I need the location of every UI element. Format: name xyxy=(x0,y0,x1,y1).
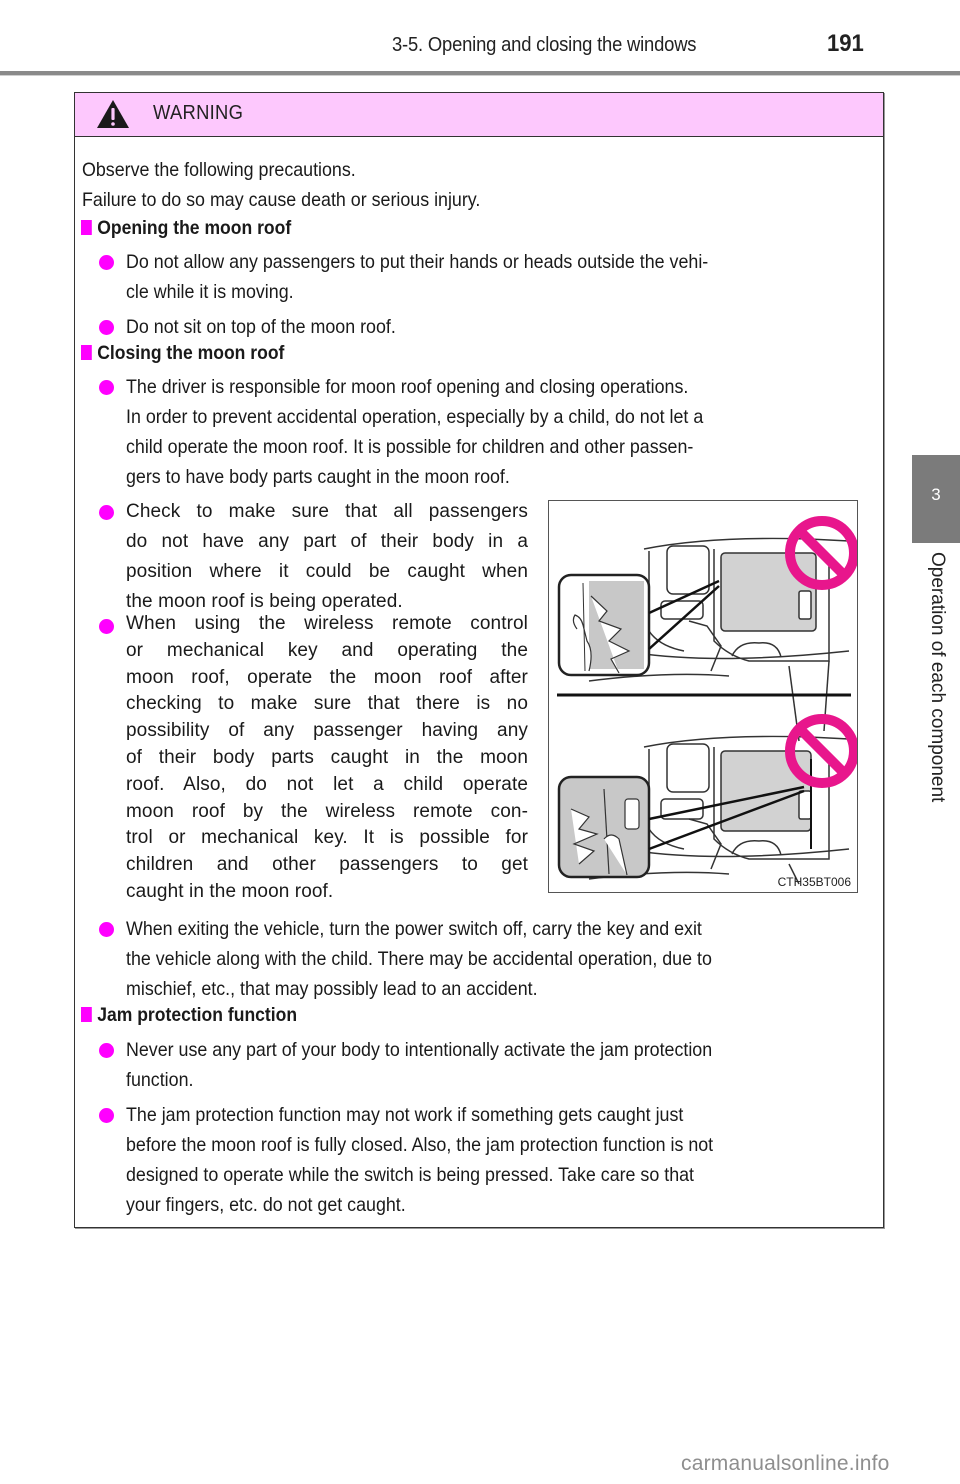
bullet-dot-icon xyxy=(99,1043,114,1058)
section-marker-icon xyxy=(81,345,92,360)
bullet-line: trol or mechanical key. It is possible f… xyxy=(126,827,528,849)
warning-box: WARNING Observe the following precaution… xyxy=(74,92,884,1228)
bullet-line: checking to make sure that there is no xyxy=(126,693,528,715)
bullet-line: caught in the moon roof. xyxy=(126,880,334,902)
chapter-number: 3 xyxy=(931,485,941,504)
bullet-line: the moon roof is being operated. xyxy=(126,591,403,612)
prohibition-icon xyxy=(785,516,857,590)
prohibition-icon xyxy=(785,714,857,788)
bullet-line: When using the wireless remote control xyxy=(126,613,528,634)
watermark: carmanualsonline.info xyxy=(681,1452,890,1475)
bullet-line: gers to have body parts caught in the mo… xyxy=(126,466,510,488)
section-title: Opening the moon roof xyxy=(97,217,292,239)
warning-header: WARNING xyxy=(75,93,883,137)
section-marker-icon xyxy=(81,220,92,235)
bullet-line: Do not sit on top of the moon roof. xyxy=(126,316,396,338)
bullet-line: The driver is responsible for moon roof … xyxy=(126,376,689,398)
bullet-line: In order to prevent accidental operation… xyxy=(126,406,704,428)
page-number: 191 xyxy=(827,30,864,57)
bullet-line: position where it could be caught when xyxy=(126,561,528,582)
bullet-line: your fingers, etc. do not get caught. xyxy=(126,1194,406,1216)
bullet-line: designed to operate while the switch is … xyxy=(126,1164,695,1186)
figure-code: CTH35BT006 xyxy=(777,875,851,889)
bullet-dot-icon xyxy=(99,505,114,520)
bullet-line: function. xyxy=(126,1069,194,1091)
inset-callout-open xyxy=(557,573,720,677)
bullet-dot-icon xyxy=(99,380,114,395)
section-heading: Closing the moon roof xyxy=(81,342,284,365)
bullet-line: mischief, etc., that may possibly lead t… xyxy=(126,978,538,1000)
section-title: 3-5. Opening and closing the windows xyxy=(392,34,697,56)
bullet-line: the vehicle along with the child. There … xyxy=(126,948,712,970)
chapter-label: Operation of each component xyxy=(927,552,948,803)
bullet-line: Never use any part of your body to inten… xyxy=(126,1039,713,1061)
bullet-line: of their body parts caught in the moon xyxy=(126,746,528,768)
section-heading: Opening the moon roof xyxy=(81,217,291,240)
bullet-dot-icon xyxy=(99,1108,114,1123)
bullet-line: child operate the moon roof. It is possi… xyxy=(126,436,694,458)
bullet-line: moon roof, operate the moon roof after xyxy=(126,666,528,688)
warning-intro: Observe the following precautions. Failu… xyxy=(82,155,480,215)
bullet-line: roof. Also, do not let a child operate xyxy=(126,773,528,795)
illustration-drawing xyxy=(557,516,857,885)
bullet-line: children and other passengers to get xyxy=(126,854,528,876)
bullet-dot-icon xyxy=(99,255,114,270)
bullet-line: possibility of any passenger having any xyxy=(126,720,528,742)
intro-line: Failure to do so may cause death or seri… xyxy=(82,189,481,211)
section-heading: Jam protection function xyxy=(81,1004,297,1027)
bullet-dot-icon xyxy=(99,320,114,335)
bullet-dot-icon xyxy=(99,619,114,634)
section-marker-icon xyxy=(81,1007,92,1022)
warning-label: WARNING xyxy=(153,102,244,124)
chapter-tab: 3 xyxy=(912,455,960,543)
bullet-line: cle while it is moving. xyxy=(126,281,294,303)
header-rule xyxy=(0,71,960,76)
bullet-line: before the moon roof is fully closed. Al… xyxy=(126,1134,714,1156)
section-title: Closing the moon roof xyxy=(97,342,285,364)
inset-callout-closing xyxy=(557,775,805,879)
bullet-line: When exiting the vehicle, turn the power… xyxy=(126,918,702,940)
bullet-line: Do not allow any passengers to put their… xyxy=(126,251,709,273)
bullet-line: do not have any part of their body in a xyxy=(126,531,528,552)
bullet-line: Check to make sure that all passengers xyxy=(126,501,528,522)
bullet-line: or mechanical key and operating the xyxy=(126,639,528,661)
moon-roof-illustration: CTH35BT006 xyxy=(548,500,858,893)
bullet-line: The jam protection function may not work… xyxy=(126,1104,684,1126)
intro-line: Observe the following precautions. xyxy=(82,159,356,181)
bullet-line: moon roof by the wireless remote con- xyxy=(126,800,528,822)
bullet-dot-icon xyxy=(99,922,114,937)
section-title: Jam protection function xyxy=(97,1004,298,1026)
warning-triangle-icon xyxy=(97,100,129,128)
